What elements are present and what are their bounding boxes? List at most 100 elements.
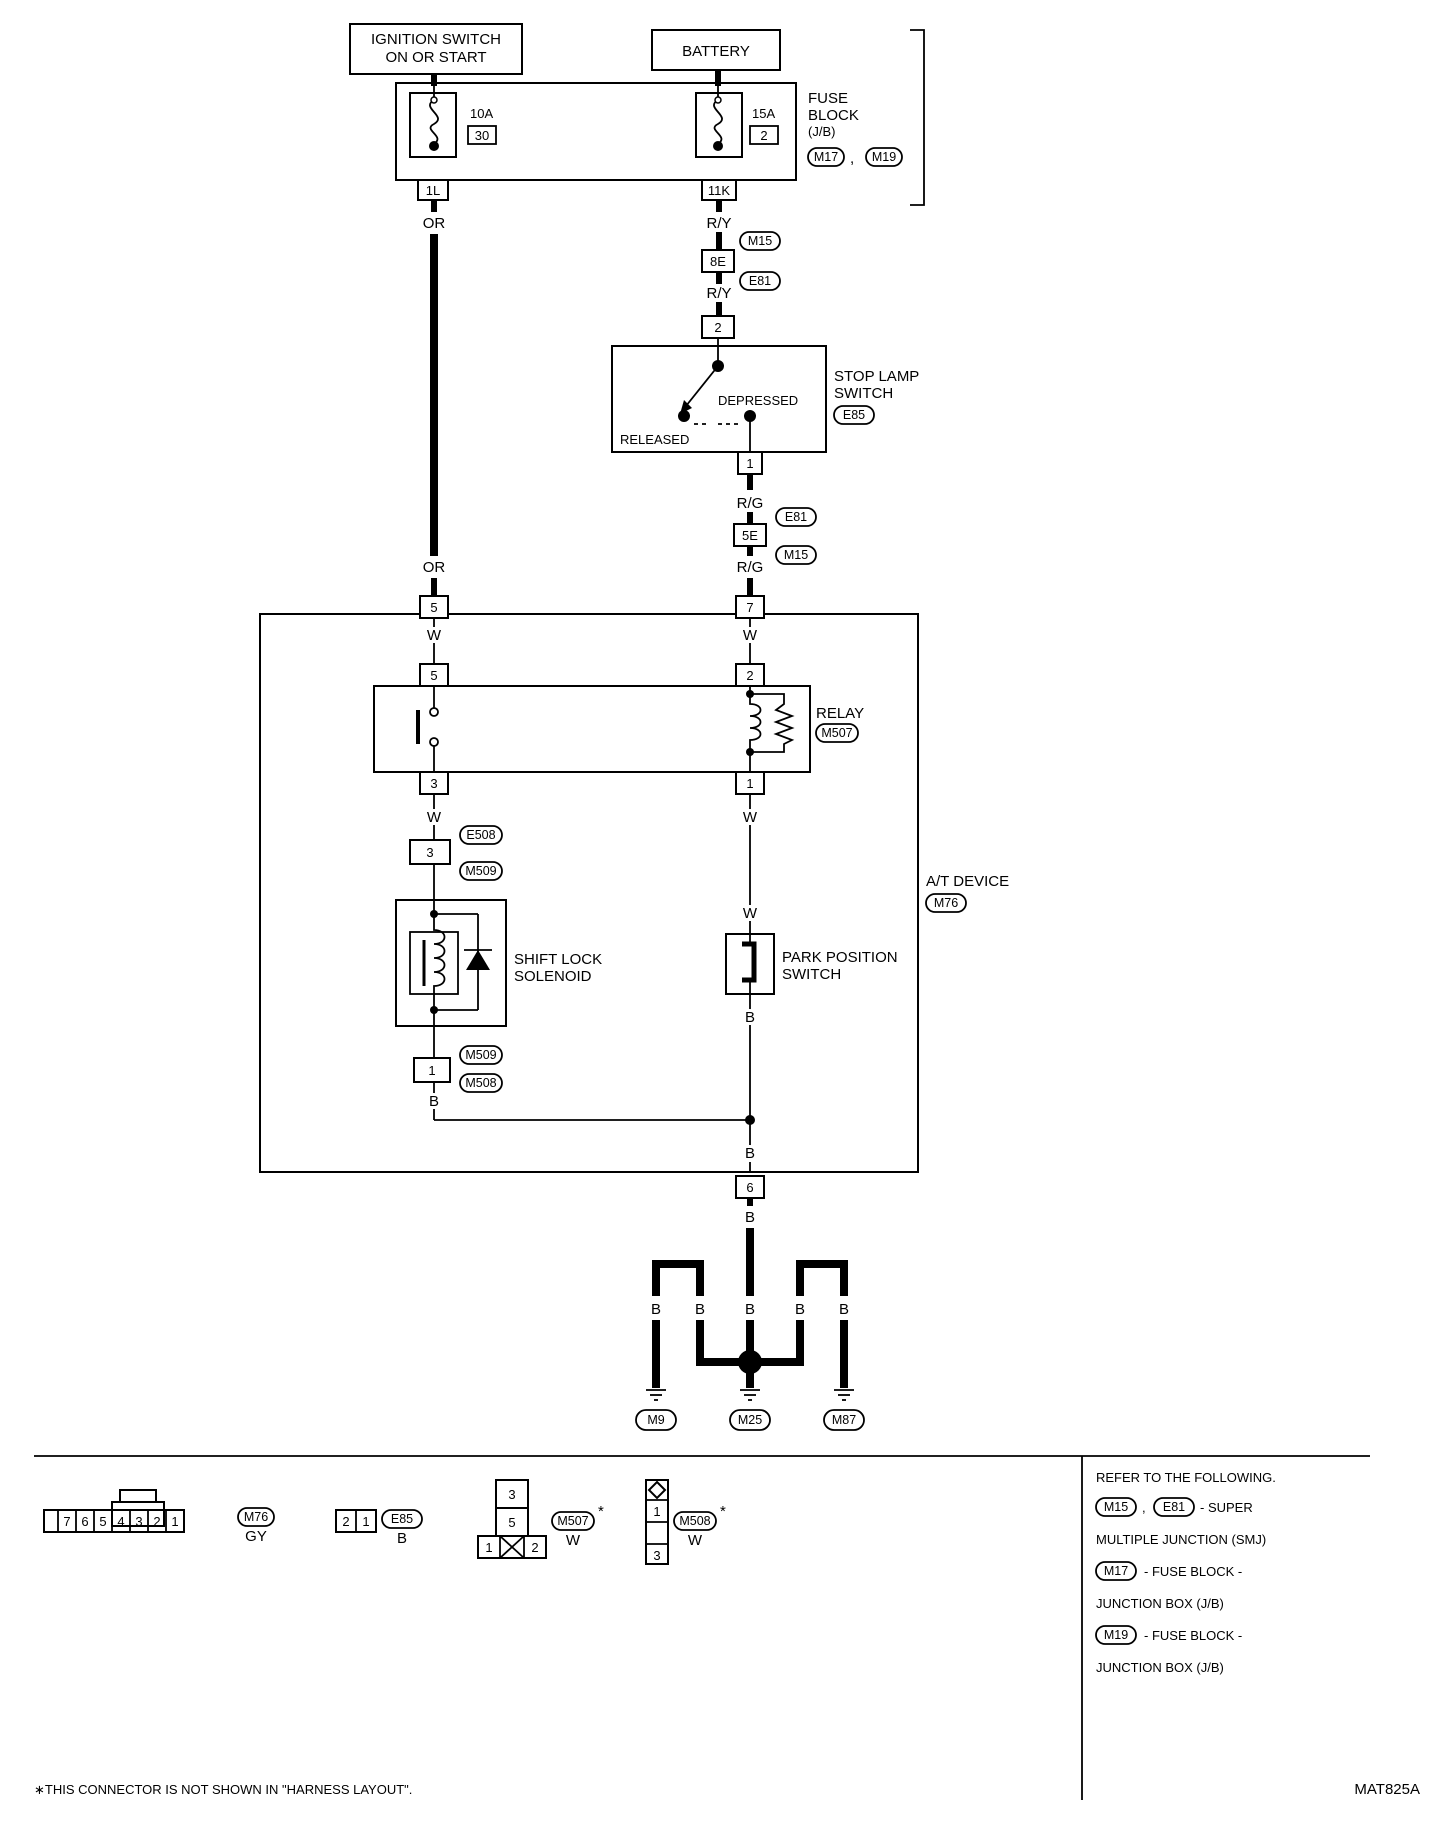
- tag-m509-bottom: M509: [459, 1045, 503, 1065]
- svg-text:8E: 8E: [710, 254, 726, 269]
- wire-color-w-5: W: [743, 905, 758, 922]
- svg-text:M507: M507: [821, 726, 852, 740]
- svg-text:- FUSE BLOCK -: - FUSE BLOCK -: [1144, 1564, 1242, 1579]
- fuse-terminal-1l: 1L: [426, 183, 440, 198]
- tag-m15-top: M15: [739, 231, 781, 251]
- svg-text:E85: E85: [843, 408, 865, 422]
- relay-label: RELAY: [816, 705, 864, 722]
- at-pin-6: 6: [746, 1180, 753, 1195]
- wire-color-rg-2: R/G: [737, 559, 764, 576]
- svg-text:M508: M508: [679, 1514, 710, 1528]
- at-device-label: A/T DEVICE: [926, 873, 1009, 890]
- svg-text:JUNCTION BOX (J/B): JUNCTION BOX (J/B): [1096, 1660, 1224, 1675]
- wire-color-w-1: W: [427, 627, 442, 644]
- tag-e508: E508: [459, 825, 503, 845]
- tag-m508: M508: [459, 1073, 503, 1093]
- battery-label: BATTERY: [682, 43, 750, 60]
- depressed-label: DEPRESSED: [718, 393, 798, 408]
- m76-pin-frame: [43, 1509, 185, 1533]
- m76-pin-3: 3: [135, 1514, 142, 1529]
- fuse-block-bracket: [910, 29, 925, 206]
- fuse-block-label-3: (J/B): [808, 124, 835, 139]
- svg-text:M9: M9: [647, 1413, 664, 1427]
- m76-pin-1: 1: [171, 1514, 178, 1529]
- ground-symbol-m9: [646, 1389, 666, 1401]
- m508-color: W: [688, 1532, 703, 1549]
- tag-m76: M76: [925, 893, 967, 913]
- svg-text:1: 1: [485, 1540, 492, 1555]
- svg-text:M507: M507: [557, 1514, 588, 1528]
- at-device: 5 7 A/T DEVICE M76: [259, 595, 1009, 1173]
- svg-text:1: 1: [653, 1504, 660, 1519]
- svg-text:B: B: [839, 1301, 849, 1318]
- svg-text:B: B: [795, 1301, 805, 1318]
- svg-text:1: 1: [362, 1514, 369, 1529]
- smj-connector-5e: 5E: [733, 523, 767, 547]
- fuse-15a-rating: 15A: [752, 106, 775, 121]
- refer-heading: REFER TO THE FOLLOWING.: [1096, 1470, 1276, 1485]
- svg-text:2: 2: [342, 1514, 349, 1529]
- ground-symbol-m87: [834, 1389, 854, 1401]
- svg-text:M15: M15: [1104, 1500, 1128, 1514]
- ignition-switch-label-line2: ON OR START: [385, 49, 486, 66]
- svg-text:B: B: [745, 1301, 755, 1318]
- park-position-switch: PARK POSITION SWITCH: [725, 933, 898, 995]
- svg-text:B: B: [695, 1301, 705, 1318]
- svg-text:M19: M19: [872, 150, 896, 164]
- svg-text:- FUSE BLOCK -: - FUSE BLOCK -: [1144, 1628, 1242, 1643]
- tag-m17: M17: [807, 147, 845, 167]
- svg-text:M15: M15: [784, 548, 808, 562]
- fuse-terminal-11k: 11K: [708, 183, 730, 198]
- tag-e85: E85: [833, 405, 875, 425]
- tag-m87: M87: [823, 1409, 865, 1431]
- svg-text:M25: M25: [738, 1413, 762, 1427]
- svg-text:M87: M87: [832, 1413, 856, 1427]
- relay: 5 2 3 1 RELAY M507: [373, 663, 864, 795]
- wire-color-b-1: B: [745, 1009, 755, 1026]
- tag-m15-bottom: M15: [775, 545, 817, 565]
- at-pin-7: 7: [746, 600, 753, 615]
- svg-text:M17: M17: [1104, 1564, 1128, 1578]
- tag-m25: M25: [729, 1409, 771, 1431]
- svg-text:E81: E81: [785, 510, 807, 524]
- svg-text:M509: M509: [465, 864, 496, 878]
- svg-text:M76: M76: [934, 896, 958, 910]
- svg-text:3: 3: [426, 845, 433, 860]
- m76-color: GY: [245, 1528, 267, 1545]
- released-label: RELEASED: [620, 432, 689, 447]
- wire-color-w-4: W: [743, 809, 758, 826]
- svg-text:,: ,: [1142, 1500, 1146, 1515]
- svg-text:1: 1: [746, 456, 753, 471]
- wire-color-b-3: B: [745, 1145, 755, 1162]
- fuse-block: 10A 30 15A 2 1L 11K FUSE BLOCK (J/B) M17…: [395, 82, 903, 201]
- svg-text:5: 5: [430, 668, 437, 683]
- svg-text:M508: M508: [465, 1076, 496, 1090]
- svg-text:1: 1: [428, 1063, 435, 1078]
- svg-text:M76: M76: [244, 1510, 268, 1524]
- fuse-10a-rating: 10A: [470, 106, 493, 121]
- svg-text:2: 2: [746, 668, 753, 683]
- solenoid-label-1: SHIFT LOCK: [514, 951, 602, 968]
- svg-text:*: *: [598, 1503, 604, 1520]
- refer-section: REFER TO THE FOLLOWING. M15 , E81 - SUPE…: [1095, 1470, 1276, 1675]
- stop-lamp-switch: 2 DEPRESSED RELEASED 1 STOP LAMP SWITCH …: [611, 315, 919, 475]
- m76-pin-7: 7: [63, 1514, 70, 1529]
- m76-pin-6: 6: [81, 1514, 88, 1529]
- m76-pin-5: 5: [99, 1514, 106, 1529]
- m76-pin-2: 2: [153, 1514, 160, 1529]
- legend-connector-e85: 2 1 E85 B: [335, 1509, 423, 1547]
- stop-lamp-label-1: STOP LAMP: [834, 368, 919, 385]
- svg-text:MULTIPLE JUNCTION (SMJ): MULTIPLE JUNCTION (SMJ): [1096, 1532, 1266, 1547]
- fuse-15a-number: 2: [760, 128, 767, 143]
- svg-text:E81: E81: [749, 274, 771, 288]
- park-switch-label-2: SWITCH: [782, 966, 841, 983]
- svg-text:5: 5: [508, 1515, 515, 1530]
- svg-text:E508: E508: [466, 828, 495, 842]
- figure-code: MAT825A: [1354, 1781, 1420, 1798]
- svg-text:,: ,: [850, 150, 854, 167]
- shift-lock-solenoid: 3 E508 M509 SHIFT LOCK SOLENOID 1 M509 M…: [395, 825, 602, 1093]
- wire-color-rg-1: R/G: [737, 495, 764, 512]
- m507-color: W: [566, 1532, 581, 1549]
